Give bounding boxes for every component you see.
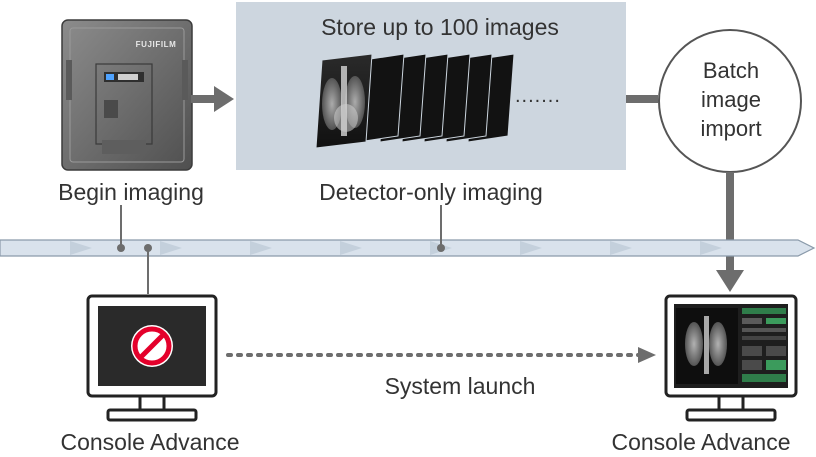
monitor-prohibited-icon — [86, 294, 218, 422]
timeline-marker-begin — [117, 205, 125, 252]
monitor-xray-console-icon — [664, 294, 798, 422]
system-launch-arrow — [226, 347, 656, 363]
console-right-label: Console Advance — [611, 429, 791, 455]
system-launch-label: System launch — [384, 373, 536, 399]
detector-brand-text: FUJIFILM — [136, 40, 177, 49]
timeline-marker-detector — [437, 205, 445, 252]
more-images-marker: ....... — [515, 85, 561, 107]
begin-imaging-label: Begin imaging — [58, 179, 204, 205]
detector-only-imaging-label: Detector-only imaging — [319, 179, 543, 205]
panel-to-batch-connector — [626, 95, 658, 103]
store-capacity-title: Store up to 100 images — [321, 14, 559, 40]
timeline-marker-launch — [144, 244, 152, 294]
console-left-label: Console Advance — [60, 429, 240, 455]
batch-import-label: Batch image import — [656, 56, 806, 143]
batch-import-line-3: import — [700, 116, 762, 141]
flat-panel-detector-icon: FUJIFILM — [61, 19, 193, 171]
batch-import-line-2: image — [701, 87, 761, 112]
batch-import-line-1: Batch — [702, 58, 760, 83]
arrow-detector-to-panel — [191, 86, 234, 112]
arrow-batch-to-console — [716, 172, 744, 292]
xray-image-stack-icon — [315, 53, 515, 149]
